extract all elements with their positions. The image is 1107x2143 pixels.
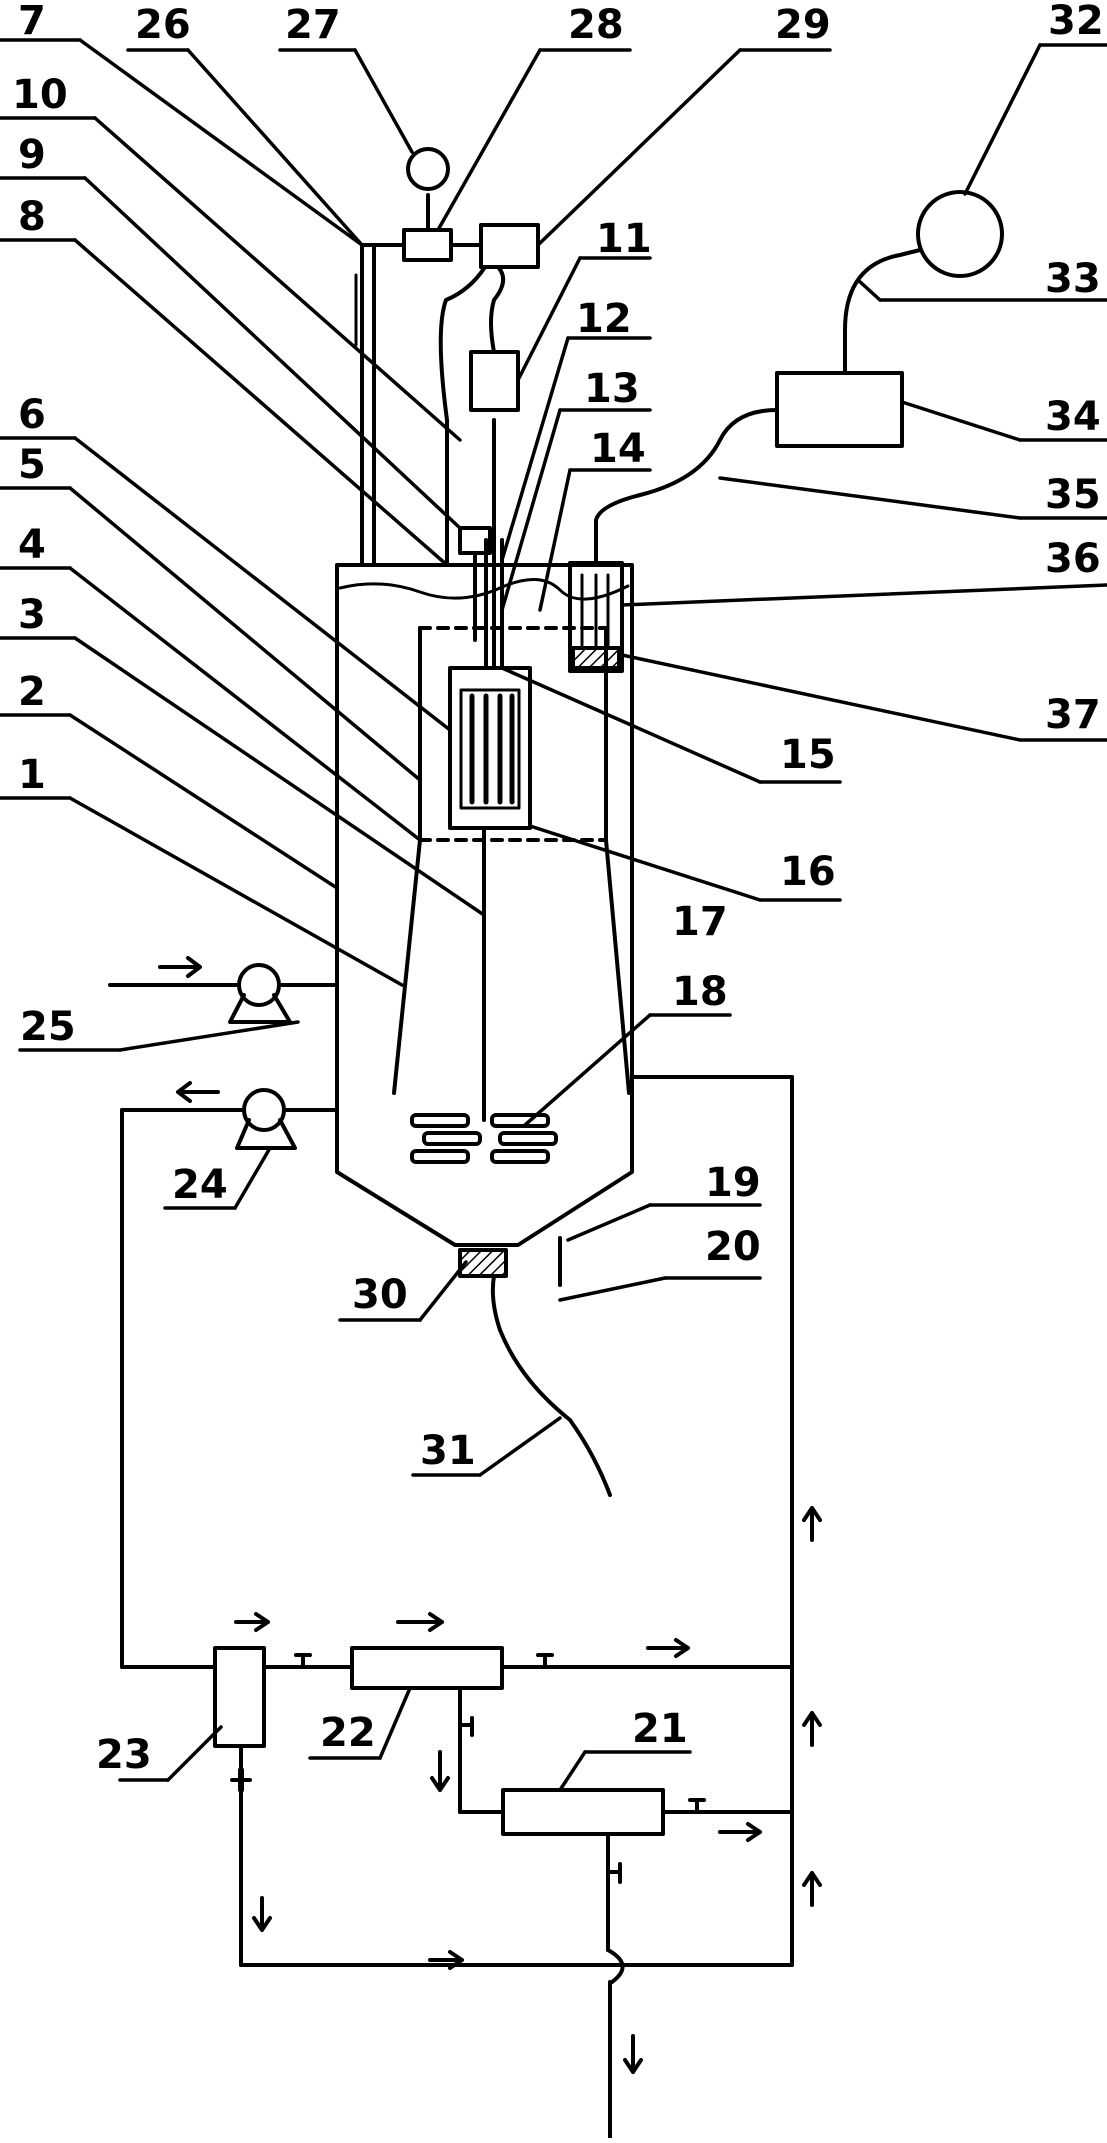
label-3: 3 [18, 592, 46, 638]
label-2: 2 [18, 669, 46, 715]
label-12: 12 [576, 296, 632, 342]
label-4: 4 [18, 522, 46, 568]
label-6: 6 [18, 392, 46, 438]
leader-lines [0, 38, 1107, 1792]
label-10: 10 [12, 72, 68, 118]
label-37: 37 [1045, 692, 1101, 738]
separator-21 [501, 1788, 794, 2140]
label-36: 36 [1045, 536, 1101, 582]
label-15: 15 [780, 732, 836, 778]
outlet-pump-24 [120, 1081, 339, 1150]
label-25: 25 [20, 1004, 76, 1050]
label-32: 32 [1048, 0, 1104, 44]
impeller [410, 1113, 558, 1164]
label-24: 24 [172, 1162, 228, 1208]
top-piping [354, 147, 540, 642]
recycle-loop [630, 1075, 822, 1967]
label-17: 17 [672, 899, 728, 945]
label-5: 5 [18, 442, 46, 488]
label-27: 27 [285, 2, 341, 48]
label-31: 31 [420, 1428, 476, 1474]
label-30: 30 [352, 1272, 408, 1318]
return-pipe [120, 1108, 217, 1669]
label-13: 13 [584, 366, 640, 412]
probe-assembly [568, 190, 1004, 673]
label-14: 14 [590, 426, 646, 472]
drain-fitting [458, 1236, 612, 1497]
label-1: 1 [18, 752, 46, 798]
label-28: 28 [568, 2, 624, 48]
label-16: 16 [780, 849, 836, 895]
label-26: 26 [135, 2, 191, 48]
label-18: 18 [672, 969, 728, 1015]
label-23: 23 [96, 1732, 152, 1778]
label-34: 34 [1045, 394, 1101, 440]
label-21: 21 [632, 1706, 688, 1752]
label-35: 35 [1045, 472, 1101, 518]
label-33: 33 [1045, 256, 1101, 302]
membrane-module [448, 666, 532, 830]
separator-22 [262, 1612, 794, 1814]
label-11: 11 [596, 216, 652, 262]
label-20: 20 [705, 1224, 761, 1270]
label-8: 8 [18, 194, 46, 240]
label-29: 29 [775, 2, 831, 48]
reactor-vessel [335, 563, 634, 1247]
separator-23 [213, 1612, 794, 1970]
label-22: 22 [320, 1710, 376, 1756]
label-9: 9 [18, 132, 46, 178]
label-7: 7 [18, 0, 46, 44]
label-19: 19 [705, 1160, 761, 1206]
feed-pump-25 [108, 956, 339, 1024]
